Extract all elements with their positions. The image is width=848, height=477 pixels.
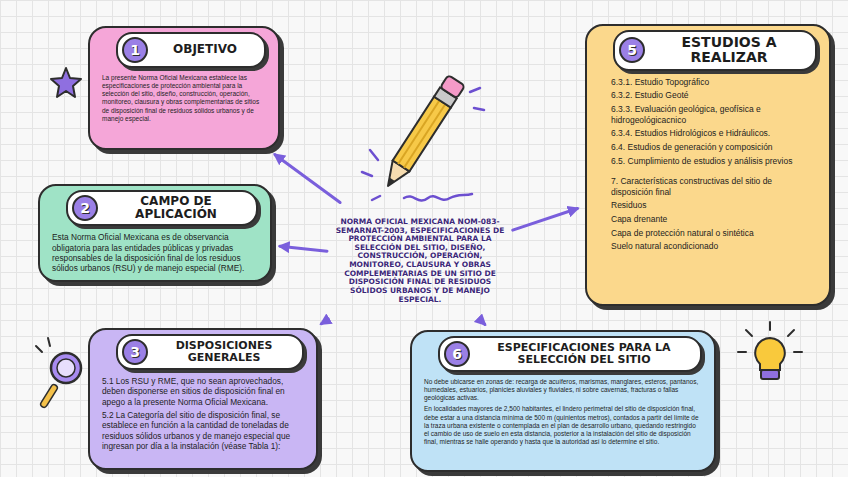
body-text: 6.3.2. Estudio Geoté [611,90,805,101]
box-content: 2 CAMPO DE APLICACIÓN Esta Norma Oficial M… [48,190,262,274]
heading-pill: 3 DISPOSICIONES GENERALES [116,334,304,370]
arrow-connector [275,155,340,203]
arrow-connector [513,209,578,231]
body-text: Suelo natural acondicionado [611,241,805,252]
body-text: 6.3.1. Estudio Topográfico [611,77,805,88]
box-heading: OBJETIVO [156,43,254,56]
body-text: Residuos [611,200,805,211]
box-content: 6 ESPECIFICACIONES PARA LA SELECCIÓN DEL … [420,336,706,446]
box-content: 3 DISPOSICIONES GENERALES 5.1 Los RSU y RM… [98,334,308,452]
callout-number: 6 [444,341,470,367]
body-text: La presente Norma Oficial Mexicana estab… [102,74,266,123]
body-text: 5.2 La Categoría del sitio de disposició… [102,410,304,451]
box-heading: CAMPO DE APLICACIÓN [106,195,246,221]
callout-number: 3 [122,339,148,365]
star-icon [51,68,81,97]
heading-pill: 6 ESPECIFICACIONES PARA LA SELECCIÓN DEL … [438,336,702,372]
box-body: 5.1 Los RSU y RME, que no sean aprovecha… [98,376,308,452]
topic-box: 3 DISPOSICIONES GENERALES 5.1 Los RSU y RM… [88,328,318,470]
callout-number: 2 [72,195,98,221]
central-title-text: NORMA OFICIAL MEXICANA NOM-083-SEMARNAT-… [333,218,507,304]
arrow-connector [481,320,485,324]
heading-pill: 1 OBJETIVO [116,32,266,68]
lightbulb-icon [738,322,802,379]
topic-box: 6 ESPECIFICACIONES PARA LA SELECCIÓN DEL … [410,330,716,472]
central-title: NORMA OFICIAL MEXICANA NOM-083-SEMARNAT-… [333,206,507,316]
box-body: No debe ubicarse en zonas de: recarga de… [420,378,706,446]
box-content: 5 ESTUDIOS A REALIZAR 6.3.1. Estudio Topog… [595,30,821,252]
body-text: 6.3.3. Evaluación geológica, geofísica e… [611,104,805,125]
topic-box: 5 ESTUDIOS A REALIZAR 6.3.1. Estudio Topog… [585,24,831,306]
arrow-connector [280,246,327,251]
magnifier-icon [36,338,81,404]
body-text: 6.3.4. Estudios Hidrológicos e Hidráulic… [611,128,805,139]
body-text: No debe ubicarse en zonas de: recarga de… [424,378,702,402]
topic-box: 1 OBJETIVO La presente Norma Oficial Mexic… [88,26,280,150]
body-text: 5.1 Los RSU y RME, que no sean aprovecha… [102,376,304,407]
callout-number: 1 [122,37,148,63]
body-text: 6.4. Estudios de generación y composició… [611,142,805,153]
callout-number: 5 [619,37,645,63]
arrow-connector [321,319,328,324]
box-body: La presente Norma Oficial Mexicana estab… [98,74,270,123]
box-body: 6.3.1. Estudio Topográfico 6.3.2. Estudio… [595,77,821,252]
body-text: Esta Norma Oficial Mexicana es de observ… [52,232,258,273]
body-text: 7. Características constructivas del sit… [611,176,805,197]
pencil-illustration [380,75,465,192]
body-text: En localidades mayores de 2,500 habitant… [424,405,702,446]
topic-box: 2 CAMPO DE APLICACIÓN Esta Norma Oficial M… [38,184,272,282]
box-heading: DISPOSICIONES GENERALES [156,340,292,364]
box-body: Esta Norma Oficial Mexicana es de observ… [48,232,262,273]
box-content: 1 OBJETIVO La presente Norma Oficial Mexic… [98,32,270,123]
box-heading: ESPECIFICACIONES PARA LA SELECCIÓN DEL S… [478,342,690,366]
body-text: 6.5. Cumplimiento de estudios y análisis… [611,156,805,167]
heading-pill: 5 ESTUDIOS A REALIZAR [613,30,817,71]
body-text: Capa de protección natural o sintética [611,228,805,239]
box-heading: ESTUDIOS A REALIZAR [653,35,805,66]
body-text: Capa drenante [611,214,805,225]
heading-pill: 2 CAMPO DE APLICACIÓN [66,190,258,226]
box-content: NORMA OFICIAL MEXICANA NOM-083-SEMARNAT-… [333,206,507,316]
pencil-scribbles [362,88,484,201]
